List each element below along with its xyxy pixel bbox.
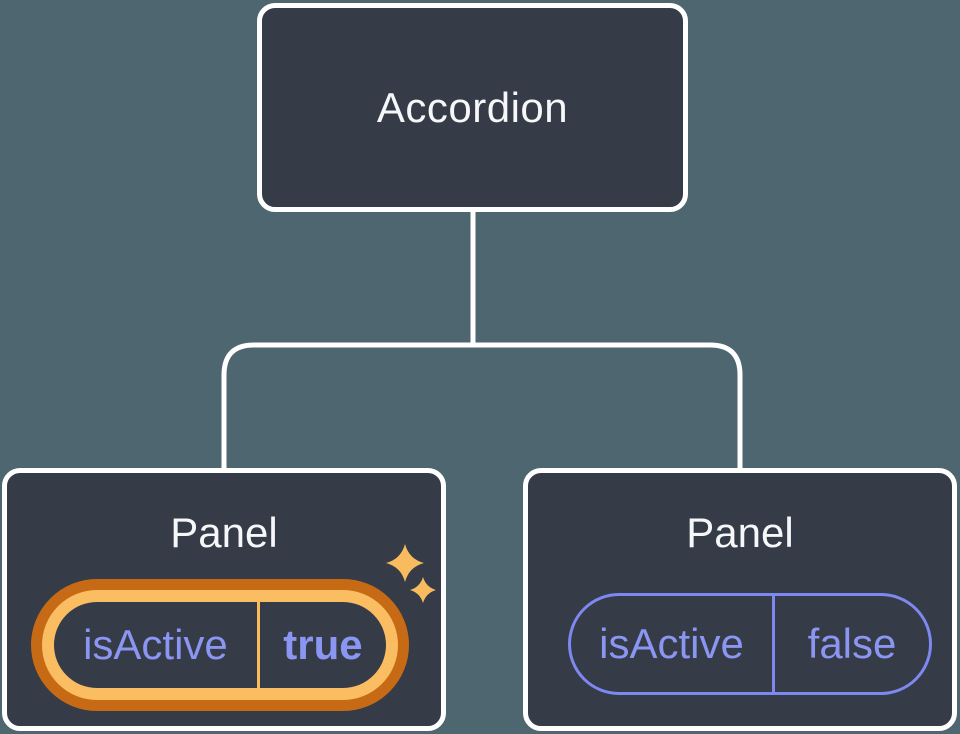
state-value: false [807, 620, 897, 667]
panel-node-label: Panel [170, 509, 278, 556]
panel-node-inactive: Panel isActive false [523, 468, 957, 731]
accordion-node: Accordion [257, 3, 688, 212]
panel-node-active: Panel isActive true [2, 468, 446, 731]
state-value: true [283, 621, 363, 668]
state-pill-highlighted: isActive true [31, 579, 409, 711]
state-pill-plain: isActive false [568, 593, 932, 695]
accordion-node-label: Accordion [376, 83, 569, 131]
state-pill-body: isActive true [54, 602, 386, 688]
panel-node-label: Panel [686, 509, 794, 556]
sparkle-icon [386, 544, 436, 603]
state-name: isActive [54, 602, 260, 688]
state-name: isActive [571, 596, 776, 692]
